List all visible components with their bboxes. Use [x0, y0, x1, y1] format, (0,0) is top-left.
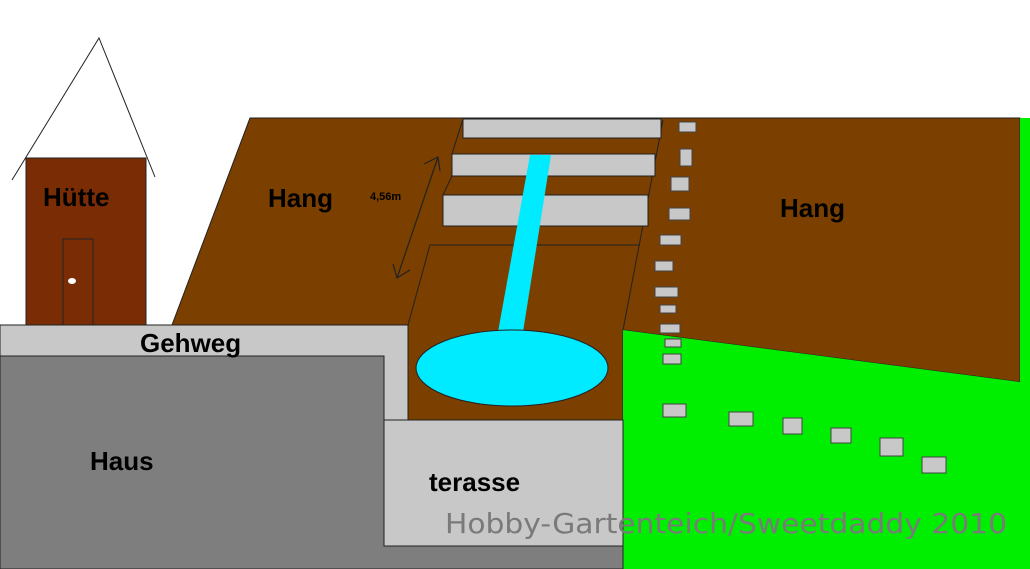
- pond: [415, 329, 609, 407]
- house: [0, 355, 624, 569]
- label-hang-left: Hang: [268, 183, 333, 213]
- measure-arrowhead-bottom: [392, 263, 411, 279]
- label-haus: Haus: [90, 446, 154, 476]
- stepping-stones-lawn: [662, 403, 947, 474]
- label-terasse: terasse: [429, 467, 520, 497]
- label-measure: 4,56m: [370, 191, 401, 203]
- watermark: Hobby-Gartenteich/Sweetdaddy 2010: [445, 507, 1007, 540]
- label-hang-right: Hang: [780, 193, 845, 223]
- step-2: [451, 153, 656, 177]
- stream: [498, 155, 551, 332]
- step-1: [462, 118, 662, 139]
- door-knob: [68, 278, 76, 284]
- hut-roof: [11, 36, 156, 181]
- label-huette: Hütte: [43, 182, 109, 212]
- terrace: [383, 419, 624, 547]
- step-3: [442, 194, 649, 227]
- lawn: [623, 118, 1030, 569]
- label-gehweg: Gehweg: [140, 328, 241, 358]
- stepping-stones-slope: [654, 121, 697, 365]
- step-line-b: [442, 175, 453, 196]
- pond-bed-edge: [407, 244, 640, 326]
- measure-arrowhead-top: [423, 156, 441, 172]
- step-line-a: [451, 118, 464, 155]
- measure-line: [396, 156, 439, 279]
